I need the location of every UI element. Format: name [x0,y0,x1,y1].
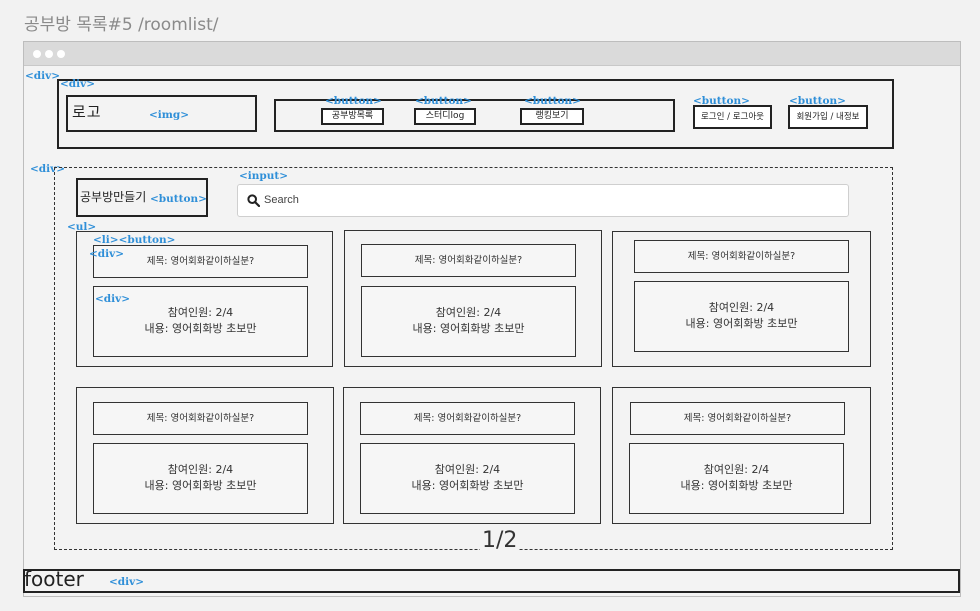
room-content: 내용: 영어회화방 초보만 [144,322,257,335]
main-content [54,167,893,550]
page-title: 공부방 목록#5 /roomlist/ [24,15,219,35]
tag-label-img: <img> [149,109,190,121]
tag-label-div: <div> [30,163,66,175]
room-card-body: 참여인원: 2/4 내용: 영어회화방 초보만 [93,286,308,357]
room-content: 내용: 영어회화방 초보만 [144,479,257,492]
tag-label-button: <button> [150,193,207,205]
tag-label-div: <div> [25,70,61,82]
room-content: 내용: 영어회화방 초보만 [412,322,525,335]
tag-label-input: <input> [239,170,289,182]
tag-label-div: <div> [89,248,125,260]
search-input[interactable]: Search [237,184,849,217]
room-card-title: 제목: 영어회화같이하실분? [630,402,845,435]
logo-text: 로고 [72,103,102,121]
search-icon [247,194,260,207]
footer [23,569,960,593]
nav-ranking-button[interactable]: 랭킹보기 [520,108,584,125]
window-dot-icon [57,50,65,58]
nav-room-list-button[interactable]: 공부방목록 [321,108,384,125]
tag-label-div: <div> [95,293,131,305]
tag-label-button: <button> [524,95,581,107]
room-card-title: 제목: 영어회화같이하실분? [93,245,308,278]
room-content: 내용: 영어회화방 초보만 [685,317,798,330]
room-participants: 참여인원: 2/4 [703,463,770,476]
create-room-button[interactable]: 공부방만들기 [76,178,208,217]
room-card-title: 제목: 영어회화같이하실분? [93,402,308,435]
room-participants: 참여인원: 2/4 [708,301,775,314]
room-card-body: 참여인원: 2/4 내용: 영어회화방 초보만 [629,443,844,514]
room-card-title: 제목: 영어회화같이하실분? [634,240,849,273]
room-card-body: 참여인원: 2/4 내용: 영어회화방 초보만 [93,443,308,514]
pagination[interactable]: 1/2 [480,528,520,554]
room-content: 내용: 영어회화방 초보만 [411,479,524,492]
nav-study-log-button[interactable]: 스터디log [414,108,476,125]
room-participants: 참여인원: 2/4 [167,306,234,319]
logo-box[interactable] [66,95,257,132]
room-card[interactable]: 제목: 영어회화같이하실분? 참여인원: 2/4 내용: 영어회화방 초보만 [344,230,602,367]
tag-label-div: <div> [109,576,145,588]
header [57,79,894,149]
tag-label-div: <div> [60,78,96,90]
room-card[interactable]: 제목: 영어회화같이하실분? 참여인원: 2/4 내용: 영어회화방 초보만 [76,387,334,524]
room-card[interactable]: 제목: 영어회화같이하실분? 참여인원: 2/4 내용: 영어회화방 초보만 [612,231,871,367]
footer-text: footer [24,567,84,591]
nav-bar [274,99,675,132]
room-card-title: 제목: 영어회화같이하실분? [360,402,575,435]
room-card[interactable]: 제목: 영어회화같이하실분? 참여인원: 2/4 내용: 영어회화방 초보만 [76,231,333,367]
room-participants: 참여인원: 2/4 [434,463,501,476]
room-participants: 참여인원: 2/4 [167,463,234,476]
tag-label-button: <button> [325,95,382,107]
room-card-body: 참여인원: 2/4 내용: 영어회화방 초보만 [360,443,575,514]
room-card-body: 참여인원: 2/4 내용: 영어회화방 초보만 [634,281,849,352]
login-logout-button[interactable]: 로그인 / 로그아웃 [693,105,772,129]
window-dot-icon [45,50,53,58]
tag-label-button: <button> [693,95,750,107]
search-placeholder: Search [264,194,299,206]
window-dot-icon [33,50,41,58]
tag-label-button: <button> [789,95,846,107]
room-participants: 참여인원: 2/4 [435,306,502,319]
browser-titlebar [24,42,960,66]
room-card[interactable]: 제목: 영어회화같이하실분? 참여인원: 2/4 내용: 영어회화방 초보만 [612,387,871,524]
room-card[interactable]: 제목: 영어회화같이하실분? 참여인원: 2/4 내용: 영어회화방 초보만 [343,387,601,524]
room-card-body: 참여인원: 2/4 내용: 영어회화방 초보만 [361,286,576,357]
room-card-title: 제목: 영어회화같이하실분? [361,244,576,277]
tag-label-button: <button> [415,95,472,107]
tag-label-ul: <ul> [67,221,97,233]
tag-label-li-button: <li><button> [93,234,176,246]
signup-profile-button[interactable]: 회원가입 / 내정보 [788,105,868,129]
room-content: 내용: 영어회화방 초보만 [680,479,793,492]
